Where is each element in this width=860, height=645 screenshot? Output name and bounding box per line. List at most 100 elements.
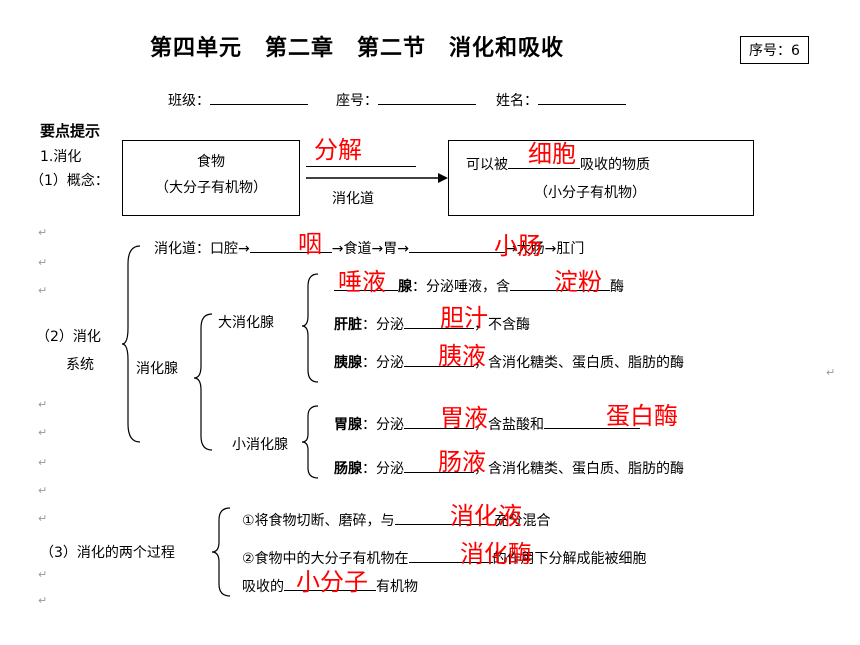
answer-pharynx: 咽 (298, 230, 322, 258)
process-1-tail: 充分混合 (494, 513, 551, 529)
answer-small-intestine: 小肠 (494, 232, 542, 260)
item-digestion: 1.消化 (40, 149, 82, 165)
paragraph-mark: ↵ (38, 284, 48, 297)
process-2-lead: ②食物中的大分子有机物在 (242, 551, 409, 567)
answer-digestive-juice: 消化液 (450, 502, 522, 530)
liver-desc: ：分泌 (362, 317, 404, 333)
intestine-desc: ：分泌 (362, 461, 404, 477)
serial-number-box: 序号：6 (740, 36, 809, 64)
paragraph-mark: ↵ (38, 594, 48, 607)
pepsin-blank[interactable] (544, 427, 640, 429)
paragraph-mark: ↵ (38, 512, 48, 525)
process-2-tail: 的作用下分解成能被细胞 (492, 551, 647, 567)
saliva-gland-blank[interactable] (334, 289, 398, 291)
seat-blank[interactable] (378, 103, 476, 105)
process-3-row: 吸收的 有机物 (242, 576, 418, 596)
gland-brace-icon (193, 313, 213, 451)
answer-saliva-gland: 唾液 (338, 268, 386, 296)
seat-field: 座号： (336, 90, 476, 110)
answer-bile: 胆汁 (440, 304, 488, 332)
concept-label: （1）概念： (30, 173, 109, 189)
paragraph-mark: ↵ (38, 426, 48, 439)
process-3-lead: 吸收的 (242, 579, 284, 595)
answer-gastric-juice: 胃液 (440, 404, 488, 432)
small-gland-label: 小消化腺 (232, 437, 288, 453)
tract-mid: →食道→胃→ (331, 241, 409, 257)
paragraph-mark: ↵ (38, 456, 48, 469)
arrow-head (438, 173, 448, 183)
small-intestine-blank[interactable] (408, 251, 505, 253)
answer-small-molecule: 小分子 (296, 568, 368, 596)
name-field: 姓名： (496, 90, 626, 110)
class-label: 班级： (168, 93, 210, 109)
small-gland-brace-icon (301, 405, 319, 479)
food-box: 食物 （大分子有机物） (122, 140, 300, 216)
result-box-line1: 可以被 吸收的物质 (466, 154, 650, 174)
stomach-name: 胃腺 (334, 417, 362, 433)
food-box-line2: （大分子有机物） (155, 180, 267, 196)
liver-tail: ，不含酶 (474, 317, 530, 333)
answer-starch: 淀粉 (554, 268, 602, 296)
small-gland-brace-path (301, 405, 319, 479)
process-label: （3）消化的两个过程 (40, 545, 175, 561)
class-field: 班级： (168, 90, 308, 110)
tract-row: 消化道：口腔→ →食道→胃→ →大肠→肛门 (154, 238, 584, 258)
name-label: 姓名： (496, 93, 538, 109)
intestinal-juice-blank[interactable] (404, 471, 474, 473)
gland-label: 消化腺 (136, 361, 178, 377)
process-3-tail: 有机物 (376, 579, 418, 595)
paragraph-mark: ↵ (38, 568, 48, 581)
stomach-tail: ，含盐酸和 (474, 417, 544, 433)
answer-digestive-enzyme: 消化酶 (460, 540, 532, 568)
gland-brace-path (193, 313, 213, 451)
intestine-row: 肠腺：分泌，含消化糖类、蛋白质、脂肪的酶 (334, 458, 684, 478)
process-brace-icon (211, 507, 231, 597)
answer-cells: 细胞 (528, 140, 576, 168)
answer-intestinal-juice: 肠液 (438, 448, 486, 476)
pancreas-name: 胰腺 (334, 355, 362, 371)
pancreas-row: 胰腺：分泌 ，含消化糖类、蛋白质、脂肪的酶 (334, 352, 684, 372)
digestive-juice-blank[interactable] (394, 523, 495, 525)
cells-blank[interactable] (508, 167, 580, 169)
gastric-juice-blank[interactable] (404, 427, 474, 429)
answer-pancreatic-juice: 胰液 (438, 342, 486, 370)
paragraph-mark: ↵ (38, 484, 48, 497)
pancreas-tail: ，含消化糖类、蛋白质、脂肪的酶 (474, 355, 684, 371)
paragraph-mark: ↵ (38, 398, 48, 411)
stomach-row: 胃腺：分泌，含盐酸和 (334, 414, 640, 434)
liver-row: 肝脏：分泌，不含酶 (334, 314, 530, 334)
pancreatic-juice-blank[interactable] (404, 365, 474, 367)
tract-tail: →大肠→肛门 (504, 241, 585, 257)
starch-blank[interactable] (510, 289, 610, 291)
decompose-blank-line (306, 166, 416, 167)
arrow-icon (306, 173, 448, 183)
large-gland-brace-icon (301, 273, 319, 383)
answer-decompose: 分解 (314, 136, 362, 164)
page-title: 第四单元 第二章 第二节 消化和吸收 (150, 35, 565, 61)
process-brace-path (211, 507, 231, 597)
paragraph-mark: ↵ (38, 256, 48, 269)
arrow-label: 消化道 (332, 191, 374, 207)
bile-blank[interactable] (404, 327, 474, 329)
small-molecule-blank[interactable] (284, 589, 376, 591)
result-suffix: 吸收的物质 (580, 157, 650, 173)
class-blank[interactable] (210, 103, 308, 105)
name-blank[interactable] (538, 103, 626, 105)
result-box-line2: （小分子有机物） (534, 185, 646, 201)
system-label-1: （2）消化 (36, 329, 101, 345)
seat-label: 座号： (336, 93, 378, 109)
process-1-row: ①将食物切断、磨碎，与 充分混合 (242, 510, 551, 530)
system-brace-icon (121, 245, 141, 443)
pharynx-blank[interactable] (249, 251, 332, 253)
result-box (448, 140, 754, 216)
system-brace-path (121, 245, 141, 443)
digestive-enzyme-blank[interactable] (408, 561, 493, 563)
system-label-2: 系统 (66, 357, 94, 373)
result-prefix: 可以被 (466, 157, 508, 173)
tract-lead: 消化道：口腔→ (154, 241, 250, 257)
answer-pepsin: 蛋白酶 (606, 402, 678, 430)
process-1-lead: ①将食物切断、磨碎，与 (242, 513, 395, 529)
pancreas-desc: ：分泌 (362, 355, 404, 371)
saliva-desc: ：分泌唾液，含 (412, 279, 510, 295)
large-gland-label: 大消化腺 (218, 315, 274, 331)
